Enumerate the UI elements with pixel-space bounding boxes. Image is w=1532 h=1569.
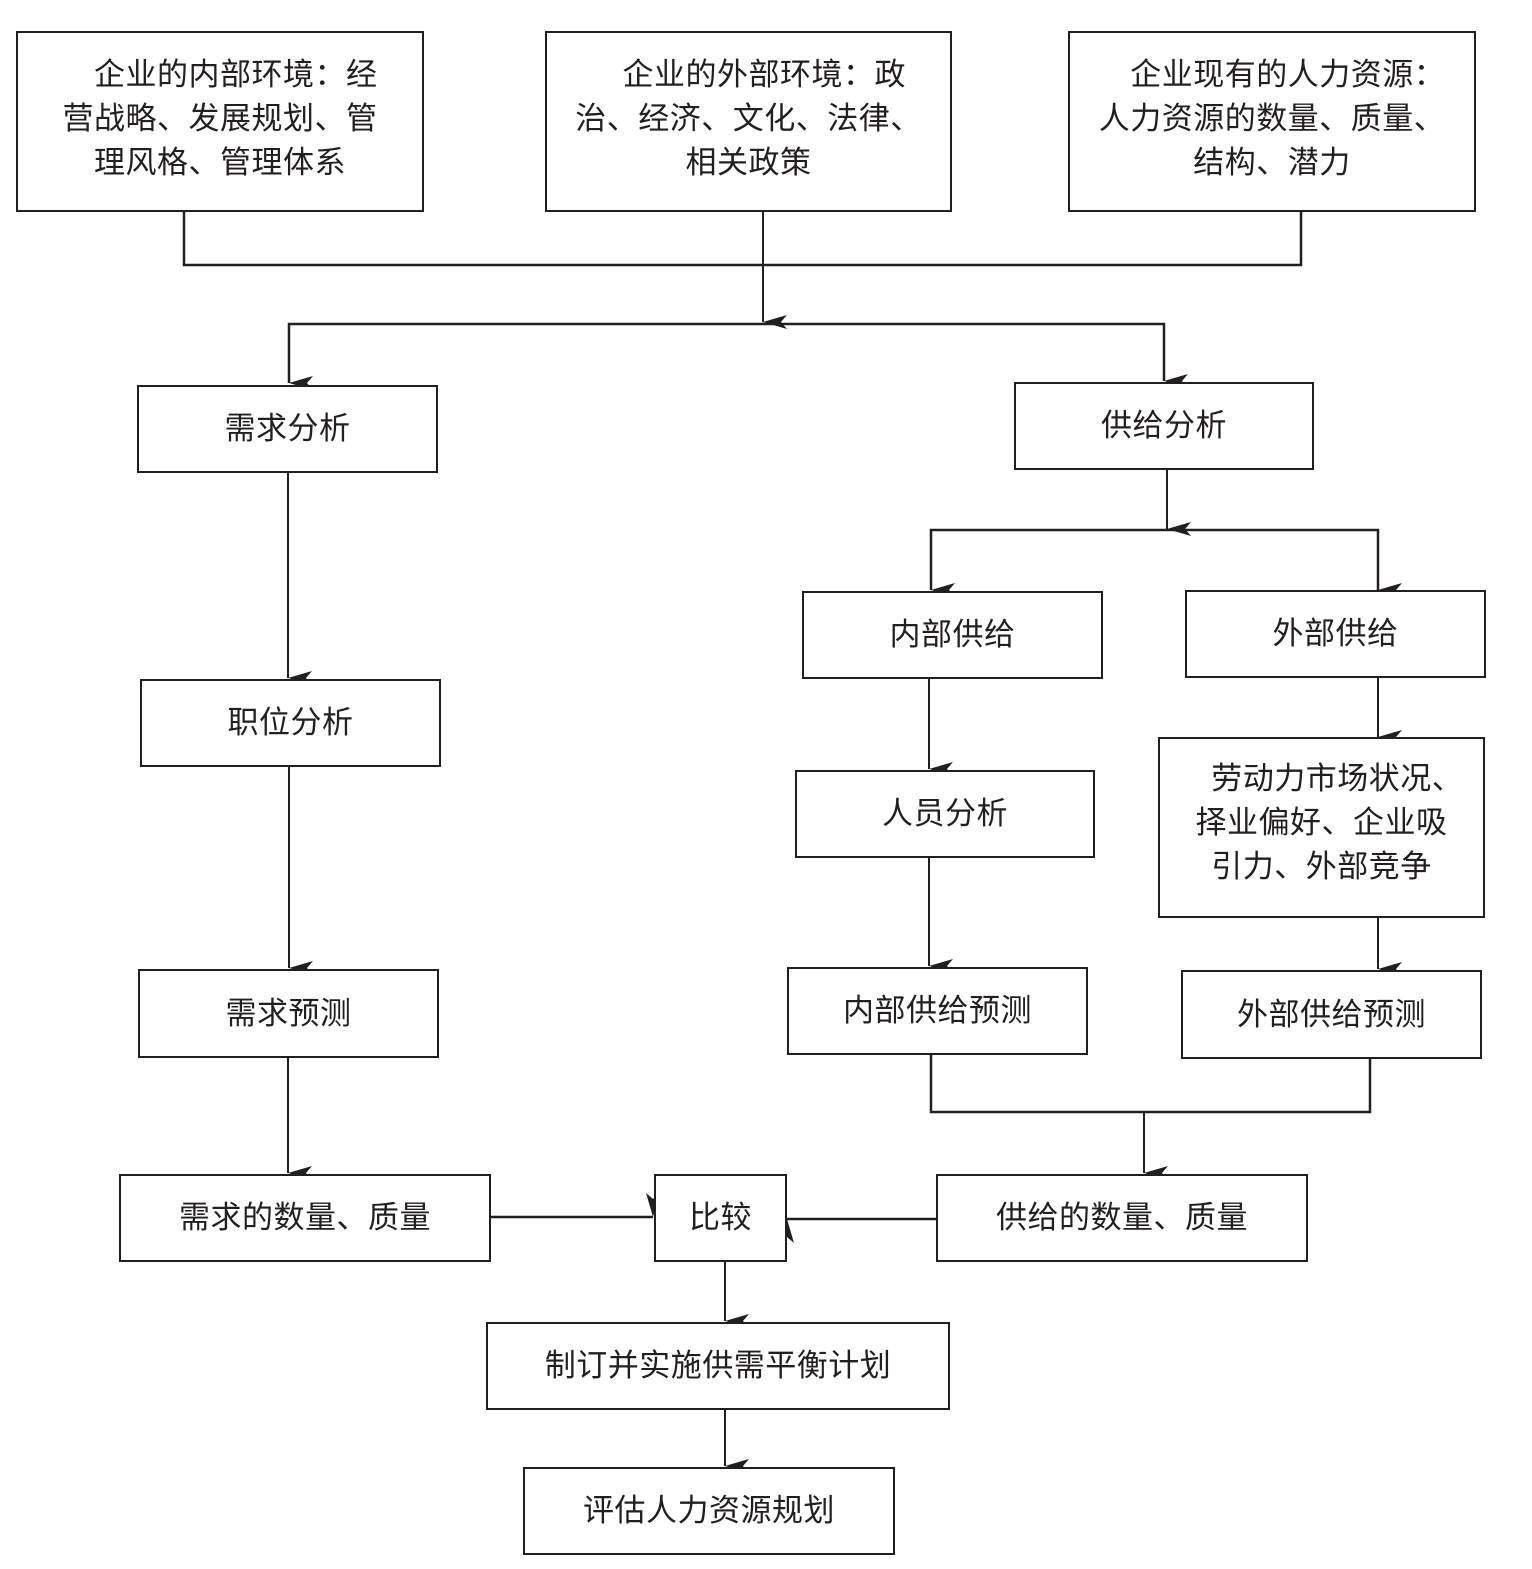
node-label: 劳动力市场状况、 择业偏好、企业吸 引力、外部竞争 [1195,761,1464,885]
node-label: 职位分析 [227,705,354,741]
node-label: 需求分析 [224,411,351,447]
node-label: 外部供给预测 [1237,996,1426,1033]
connector-top-merge [182,212,1303,267]
node-demand-forecast: 需求预测 [138,969,439,1058]
node-label: 需求预测 [225,995,352,1032]
node-label: 制订并实施供需平衡计划 [544,1348,892,1384]
connector-split-demand-supply [287,322,1166,383]
node-internal-supply: 内部供给 [802,591,1103,679]
node-personnel-analysis: 人员分析 [795,770,1095,858]
node-balance-plan: 制订并实施供需平衡计划 [486,1322,950,1410]
node-label: 内部供给预测 [843,993,1032,1029]
node-supply-analysis: 供给分析 [1014,382,1314,470]
connector-forecast-merge [929,1054,1372,1114]
node-external-environment: 企业的外部环境：政 治、经济、文化、法律、 相关政策 [545,31,952,212]
node-label: 供给分析 [1101,408,1227,444]
node-external-supply: 外部供给 [1185,590,1486,678]
node-label: 供给的数量、质量 [996,1200,1248,1236]
node-existing-hr: 企业现有的人力资源： 人力资源的数量、质量、 结构、潜力 [1068,31,1476,212]
node-label: 人员分析 [882,796,1008,832]
node-labor-market: 劳动力市场状况、 择业偏好、企业吸 引力、外部竞争 [1158,737,1485,918]
node-label: 企业的外部环境：政 治、经济、文化、法律、 相关政策 [575,57,922,181]
node-label: 企业的内部环境：经 营战略、发展规划、管 理风格、管理体系 [62,57,378,181]
node-demand-quantity-quality: 需求的数量、质量 [119,1174,491,1262]
node-label: 评估人力资源规划 [583,1493,835,1529]
node-job-analysis: 职位分析 [140,679,441,767]
node-label: 外部供给 [1272,616,1399,652]
node-evaluate-plan: 评估人力资源规划 [523,1467,895,1555]
connector-split-internal-external [929,528,1380,590]
node-internal-environment: 企业的内部环境：经 营战略、发展规划、管 理风格、管理体系 [16,31,424,212]
node-label: 内部供给 [889,617,1016,653]
node-internal-supply-forecast: 内部供给预测 [787,967,1088,1055]
node-label: 比较 [689,1200,752,1236]
node-label: 需求的数量、质量 [179,1200,431,1236]
node-supply-quantity-quality: 供给的数量、质量 [936,1174,1308,1262]
node-external-supply-forecast: 外部供给预测 [1181,970,1482,1059]
node-demand-analysis: 需求分析 [137,385,438,473]
node-label: 企业现有的人力资源： 人力资源的数量、质量、 结构、潜力 [1098,57,1446,181]
node-compare: 比较 [654,1174,787,1262]
